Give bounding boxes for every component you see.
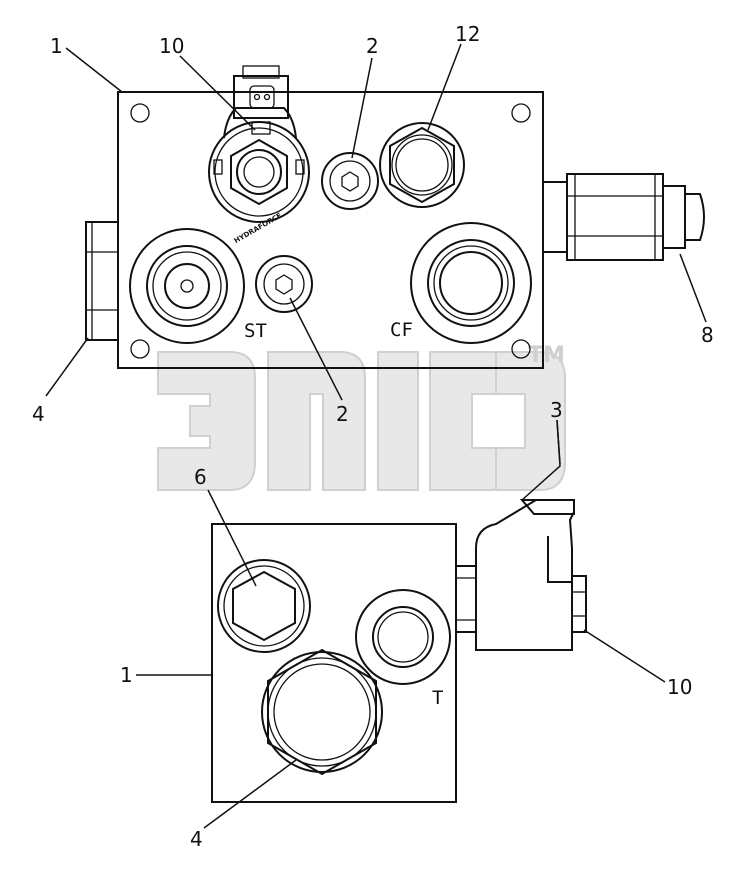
upper-valve-block: ST CF [85,65,705,369]
large-fitting [261,648,383,776]
plug-lower [255,255,313,313]
callout-label: 4 [190,827,203,851]
mounting-hole [511,339,531,359]
watermark-trademark: TM [528,343,565,368]
callout-label: 3 [550,398,563,422]
lower-block-body [211,523,457,803]
t-port-label: T [432,687,443,709]
callout-label: 2 [366,34,379,58]
cf-port-label: CF [390,319,413,341]
watermark-logo: TM [157,343,566,491]
cf-port [410,222,532,344]
callout-label: 10 [667,675,692,699]
callout-label: 6 [194,465,207,489]
left-side-fitting [85,221,118,341]
plug-upper [321,152,379,210]
right-cartridge [542,173,705,261]
mounting-hole [130,103,150,123]
callout-label: 12 [455,22,480,46]
leader-lines [45,43,707,829]
side-solenoid [455,499,587,651]
callout-label: 8 [701,323,714,347]
st-port-label: ST [244,320,267,342]
t-port [355,589,451,685]
callout-label: 1 [120,663,133,687]
callout-label: 2 [336,402,349,426]
st-port [129,228,245,344]
lower-valve-block: T [211,499,587,803]
callout-labels: 1 10 2 12 4 8 2 3 6 1 10 4 [32,22,714,851]
callout-label: 1 [50,34,63,58]
plug-large [379,122,465,208]
callout-label: 4 [32,402,45,426]
callout-label: 10 [159,34,184,58]
plug-item-6 [217,559,311,653]
mounting-hole [130,339,150,359]
mounting-hole [511,103,531,123]
